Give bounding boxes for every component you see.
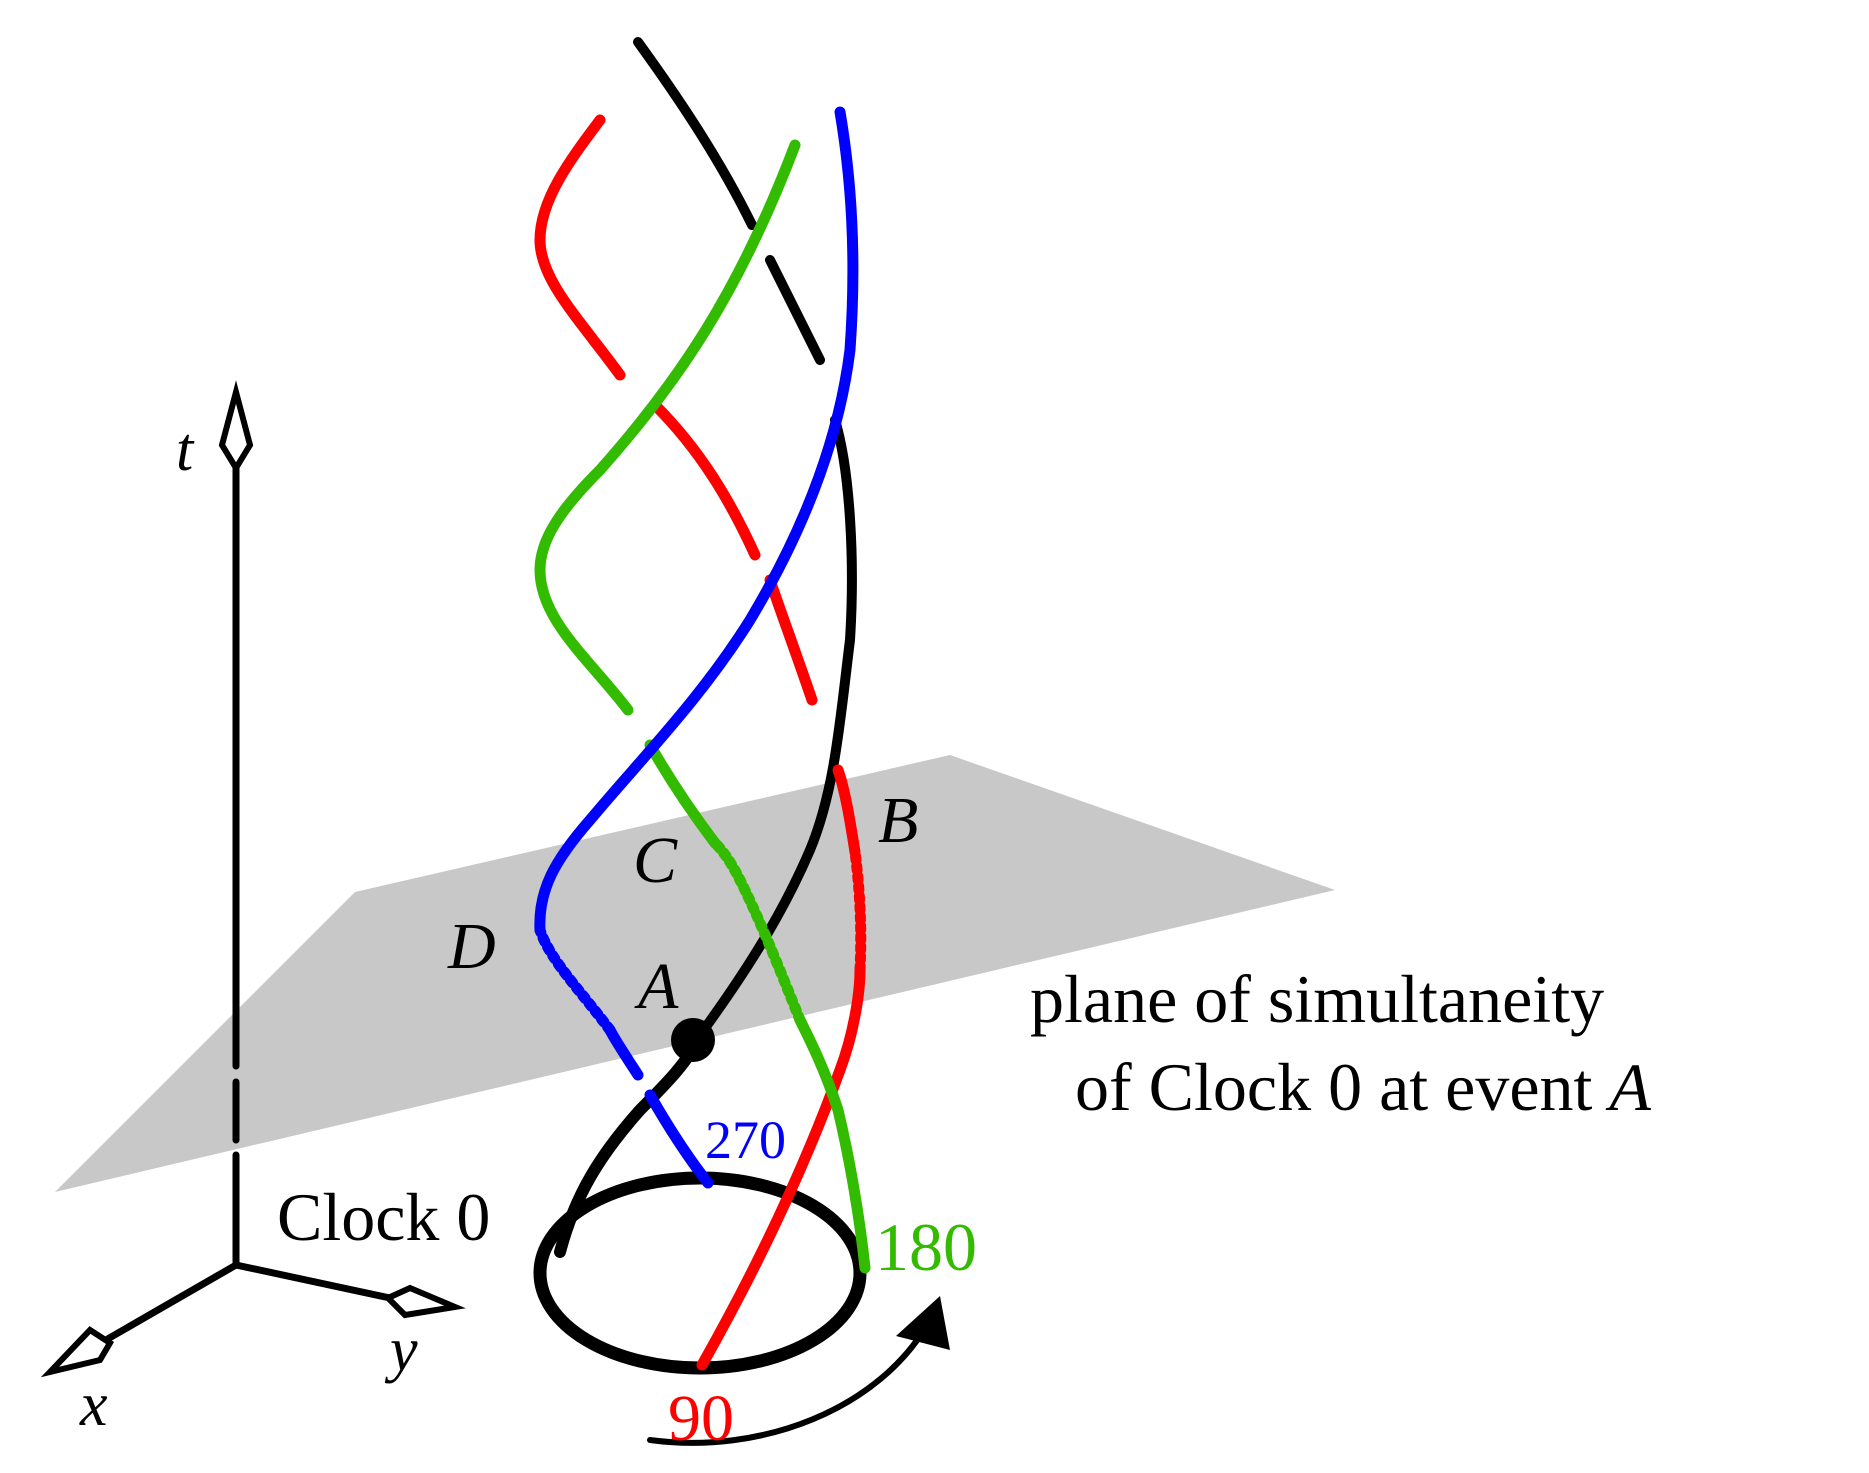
- worldline-90-upper2: [649, 399, 761, 561]
- plane-label-line2: of Clock 0 at event A: [1075, 1049, 1651, 1125]
- worldline-180-mid: [644, 739, 721, 849]
- axes: [40, 380, 466, 1378]
- plane-of-simultaneity: [55, 755, 1335, 1192]
- mark-180-label: 180: [875, 1209, 977, 1285]
- plane-label-line2-event: A: [1605, 1049, 1651, 1125]
- world-lines: [534, 37, 871, 1371]
- event-a-label: A: [634, 950, 679, 1023]
- worldline-90-upper3: [534, 114, 626, 381]
- y-axis-arrowhead: [382, 1284, 466, 1319]
- worldline-clock0-upper: [695, 415, 857, 1040]
- plane-label-line1: plane of simultaneity: [1030, 961, 1604, 1037]
- y-axis-label: y: [384, 1316, 418, 1384]
- plane-label-line2-prefix: of Clock 0 at event: [1075, 1049, 1609, 1125]
- worldline-clock0-lower: [554, 1029, 706, 1258]
- event-d-label: D: [447, 910, 496, 983]
- t-axis-arrowhead: [218, 380, 254, 474]
- x-axis-arrowhead: [40, 1326, 115, 1378]
- t-axis-label: t: [176, 416, 195, 484]
- worldline-clock0-top1: [765, 255, 825, 365]
- rotation-arrowhead: [896, 1296, 950, 1350]
- x-axis-label: x: [79, 1371, 108, 1439]
- worldline-180-upper: [534, 139, 801, 716]
- worldline-180-dashed: [709, 837, 806, 1026]
- mark-90-label: 90: [668, 1382, 734, 1455]
- worldline-270-mid: [534, 106, 859, 936]
- event-a-dot: [671, 1018, 715, 1062]
- x-axis: [88, 1261, 240, 1352]
- clock0-label: Clock 0: [277, 1179, 490, 1255]
- worldline-90-upper1: [764, 574, 818, 706]
- worldline-90-dashed: [849, 846, 867, 976]
- worldline-180-lower: [794, 1014, 871, 1274]
- mark-270-label: 270: [705, 1110, 786, 1170]
- rotation-arrow: [647, 1317, 933, 1446]
- worldline-270-lower: [644, 1089, 714, 1189]
- y-axis: [232, 1261, 394, 1302]
- worldline-270-dashed: [534, 924, 616, 1036]
- worldline-clock0-top2: [633, 37, 757, 230]
- worldline-90-lower: [696, 964, 866, 1371]
- worldline-90-mid: [832, 764, 861, 858]
- event-b-label: B: [878, 784, 918, 857]
- event-c-label: C: [633, 824, 678, 897]
- clock-ring: [533, 1171, 867, 1375]
